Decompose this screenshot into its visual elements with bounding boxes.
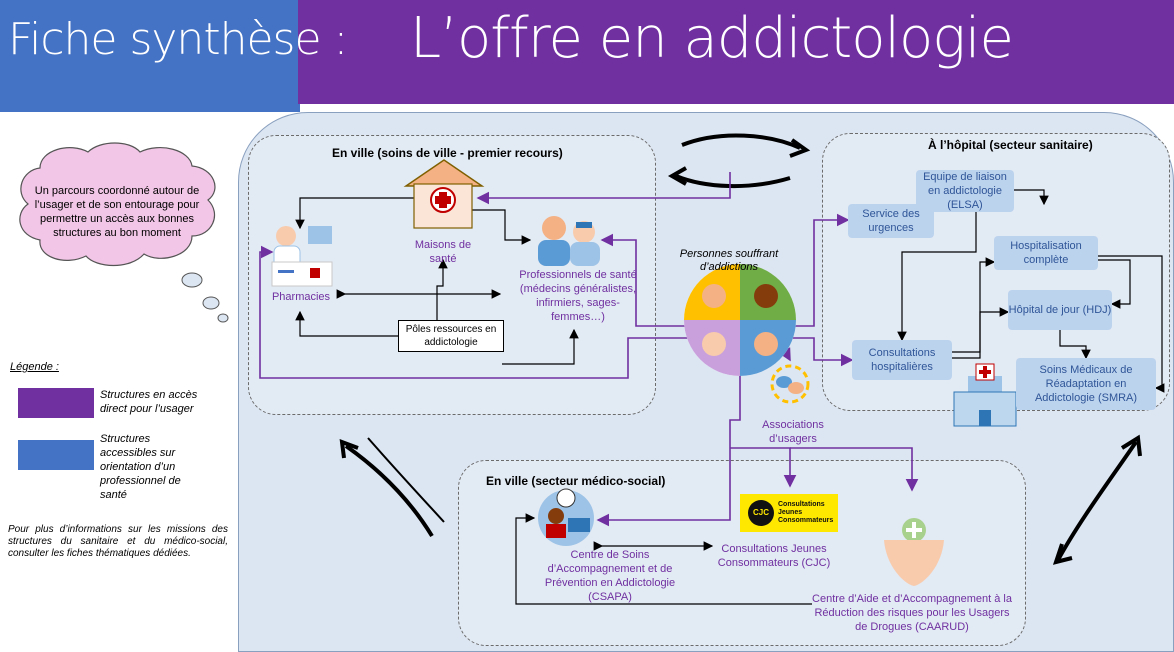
pharmacies-label: Pharmacies — [271, 291, 331, 303]
header-left-title: Fiche synthèse : — [8, 14, 348, 65]
legend-more-info: Pour plus d’informations sur les mission… — [8, 524, 228, 559]
consultations-hospitalieres-box: Consultations hospitalières — [852, 340, 952, 380]
elsa-box: Equipe de liaison en addictologie (ELSA) — [916, 170, 1014, 212]
hospital-building-icon — [953, 363, 1017, 427]
city-zone-title: En ville (soins de ville - premier recou… — [332, 146, 563, 160]
header-blue-band — [0, 0, 300, 112]
thought-bubble-text: Un parcours coordonné autour de l’usager… — [34, 185, 200, 239]
associations-icon — [770, 364, 810, 404]
cjc-logo: CJC Consultations Jeunes Consommateurs — [740, 494, 838, 532]
house-icon — [403, 159, 485, 229]
legend-oriented-swatch — [18, 440, 94, 470]
csapa-label: Centre de Soins d’Accompagnement et de P… — [544, 549, 676, 603]
persons-icon — [684, 264, 796, 376]
doctors-icon — [538, 216, 600, 266]
csapa-icon — [538, 488, 594, 546]
legend-oriented-label: Structures accessibles sur orientation d… — [100, 433, 181, 501]
cjc-label: Consultations Jeunes Consommateurs (CJC) — [717, 543, 831, 569]
header-purple-band — [298, 0, 1174, 104]
cjc-logo-badge: CJC — [748, 500, 774, 526]
legend-direct-label: Structures en accès direct pour l’usager — [100, 389, 198, 415]
caarud-label: Centre d’Aide et d’Accompagnement à la R… — [812, 593, 1012, 633]
smra-box: Soins Médicaux de Réadaptation en Addict… — [1016, 358, 1156, 410]
associations-label: Associations d’usagers — [762, 419, 824, 445]
medico-zone-title: En ville (secteur médico-social) — [486, 474, 666, 488]
header-main-title: L’offre en addictologie — [410, 6, 1014, 71]
legend-direct-swatch — [18, 388, 94, 418]
legend-title: Légende : — [10, 361, 59, 373]
urgences-box: Service des urgences — [848, 204, 934, 238]
cjc-logo-caption: Consultations Jeunes Consommateurs — [778, 501, 834, 524]
persons-label: Personnes souffrant d’addictions — [679, 248, 779, 273]
hospital-zone-title: À l’hôpital (secteur sanitaire) — [928, 138, 1093, 152]
caarud-hands-icon — [884, 518, 944, 586]
hospitalisation-box: Hospitalisation complète — [994, 236, 1098, 270]
professionnels-label: Professionnels de santé (médecins généra… — [519, 269, 637, 323]
maisons-sante-label: Maisons de santé — [414, 239, 472, 265]
pharmacist-icon — [271, 226, 333, 287]
hdj-box: Hôpital de jour (HDJ) — [1008, 290, 1112, 330]
poles-ressources-box: Pôles ressources en addictologie — [398, 320, 504, 352]
